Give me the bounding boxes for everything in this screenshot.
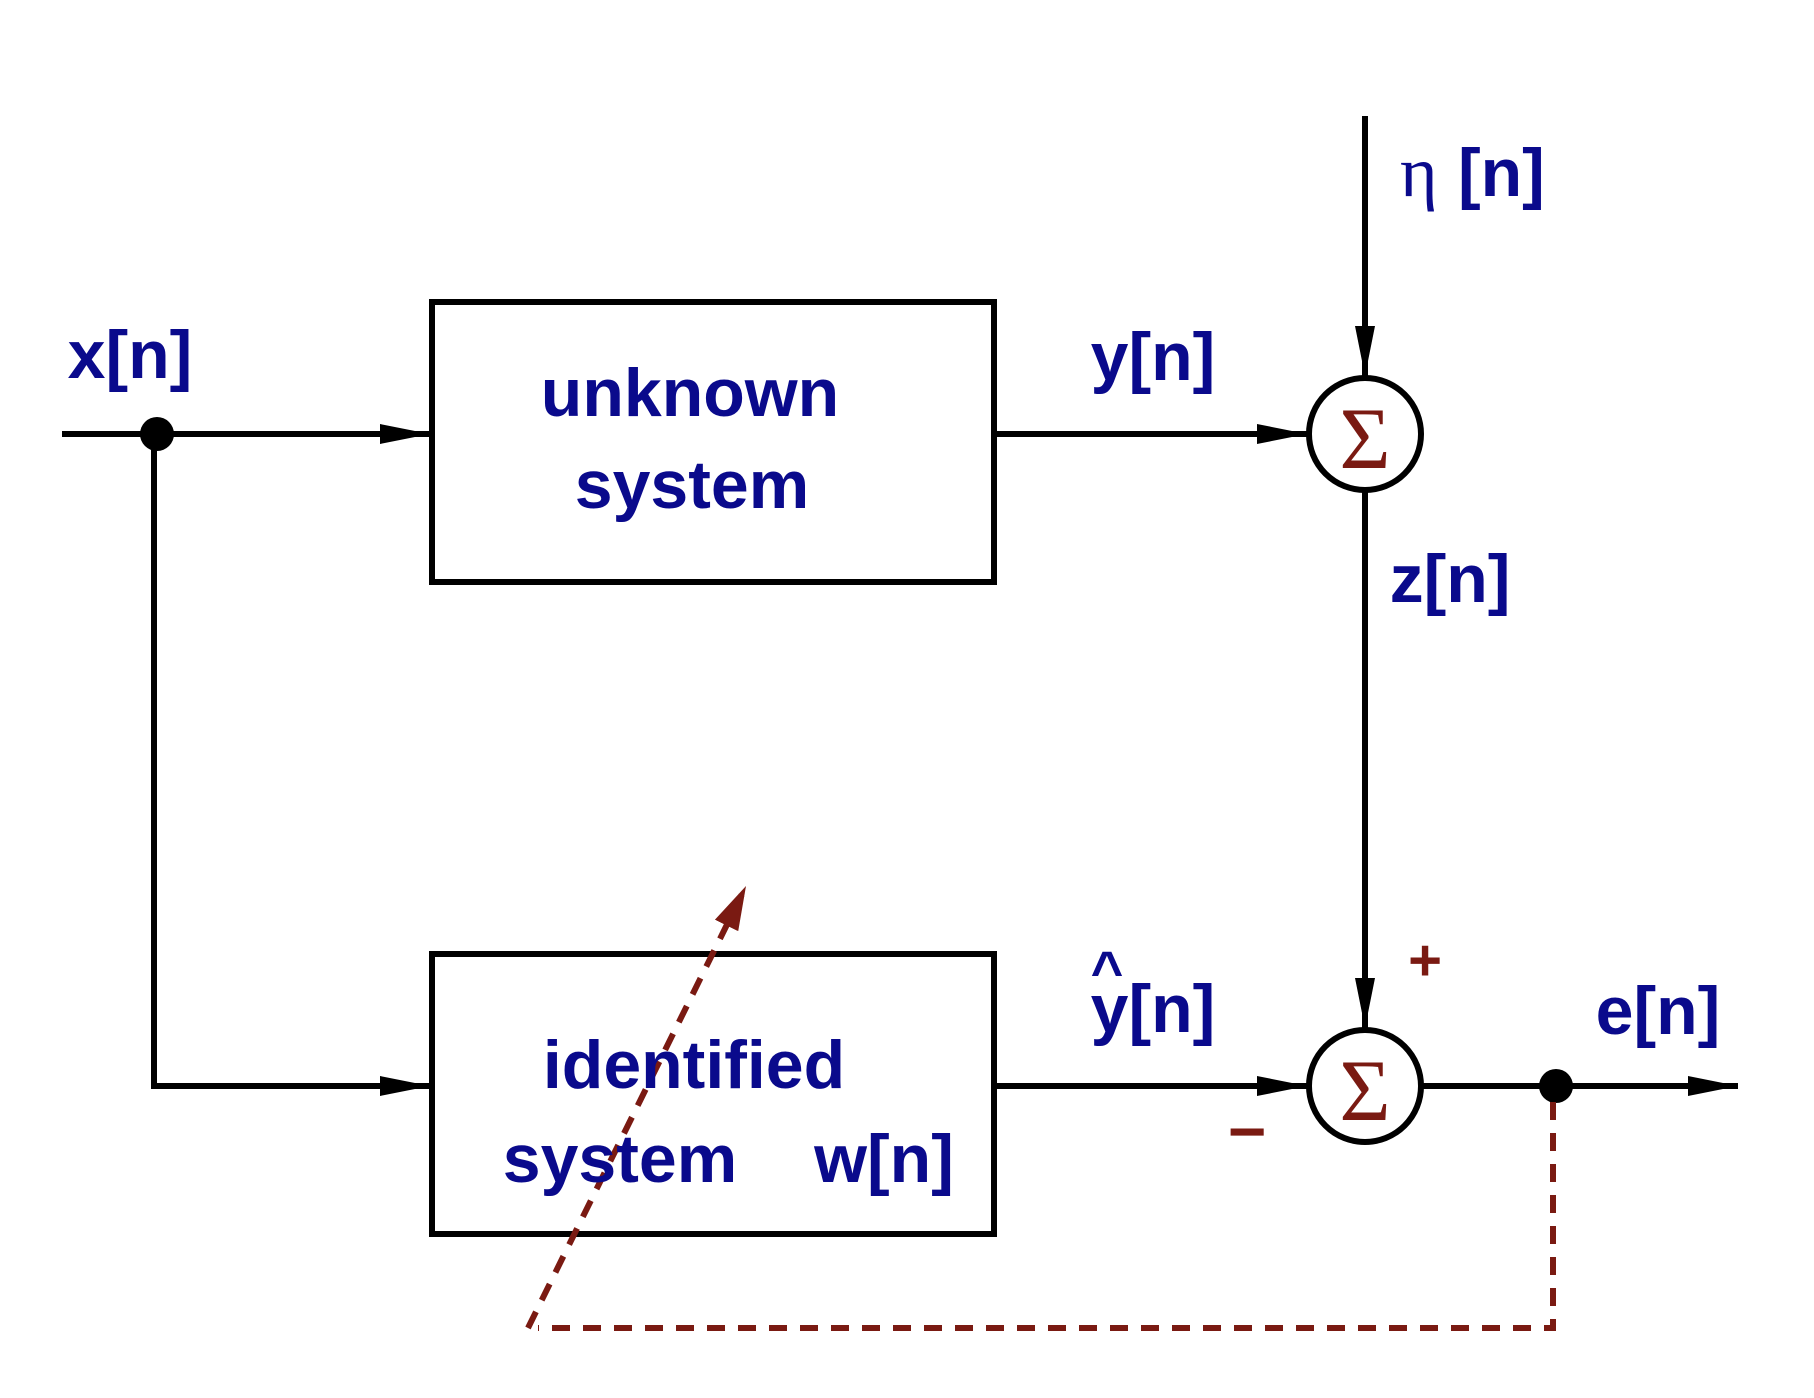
weights-label: w[n] — [813, 1121, 954, 1197]
z-label: z[n] — [1390, 541, 1511, 617]
y-label: y[n] — [1091, 319, 1216, 395]
input-branch-line — [151, 434, 430, 1096]
error-junction-dot — [1539, 1069, 1573, 1103]
noise-eta-symbol: η — [1400, 132, 1438, 212]
adaptation-arrow — [525, 884, 749, 1330]
identified-system-label-line2: system — [503, 1121, 737, 1197]
error-label: e[n] — [1596, 973, 1721, 1049]
bottom-sum-symbol: Σ — [1339, 1043, 1390, 1140]
unknown-system-block — [429, 299, 997, 585]
yhat-hat-mark: ^ — [1091, 939, 1124, 1002]
yhat-label: y[n] — [1091, 971, 1216, 1047]
unknown-system-label-line1: unknown — [541, 355, 839, 431]
unknown-system-label-line2: system — [575, 447, 809, 523]
noise-index-label: [n] — [1458, 135, 1545, 211]
plus-sign: + — [1408, 928, 1442, 993]
top-summing-node — [1306, 375, 1424, 493]
identified-system-label-line1: identified — [543, 1027, 845, 1103]
input-label: x[n] — [68, 317, 193, 393]
identified-system-block — [429, 951, 997, 1237]
bottom-summing-node — [1306, 1027, 1424, 1145]
minus-sign: − — [1228, 1094, 1267, 1168]
top-sum-symbol: Σ — [1339, 391, 1390, 488]
adaptation-feedback-path — [538, 1102, 1556, 1331]
